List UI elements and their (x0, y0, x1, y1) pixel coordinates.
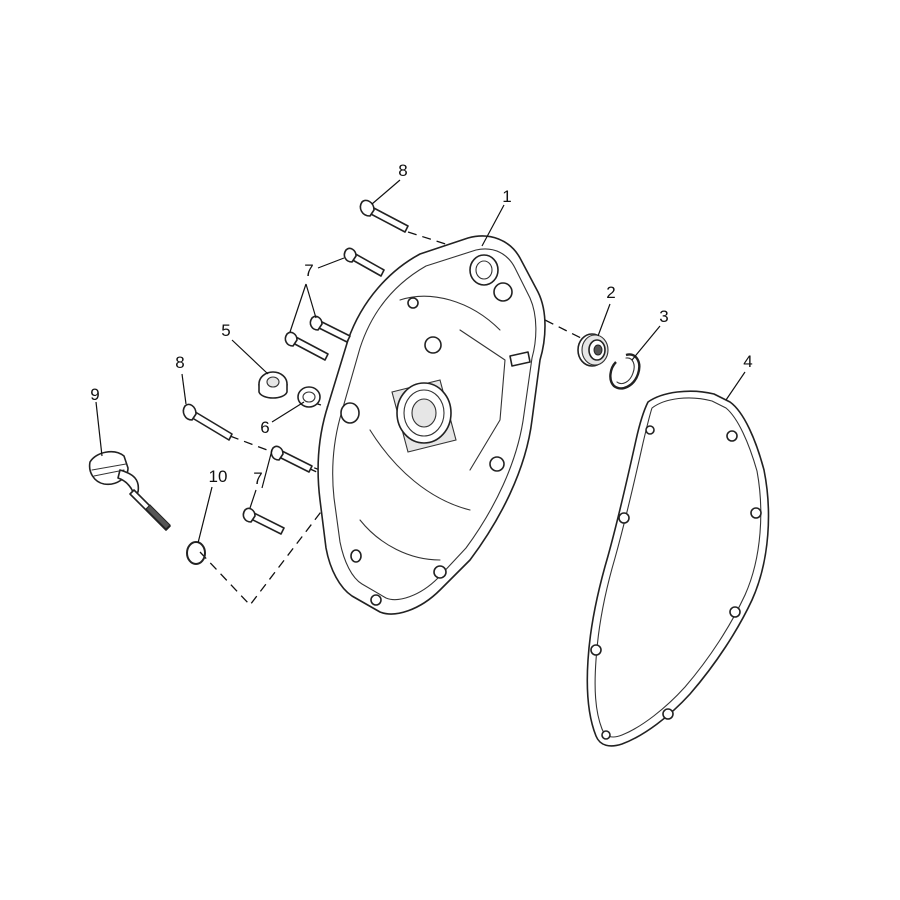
callout-4: 4 (743, 352, 752, 371)
callout-9: 9 (90, 385, 99, 404)
bearing (577, 333, 609, 367)
cover-bearing-boss (391, 379, 457, 453)
bolt-7-mid-b (284, 331, 329, 361)
bolt-7-mid-a (309, 315, 351, 343)
dipstick (88, 450, 171, 531)
circlip (609, 353, 641, 390)
callout-6: 6 (260, 418, 269, 437)
bolt-8-left (182, 403, 233, 441)
o-ring (186, 541, 206, 565)
callout-1: 1 (502, 187, 511, 206)
bolt-7-lower (270, 445, 313, 473)
callout-5: 5 (221, 321, 230, 340)
callout-3: 3 (659, 307, 668, 326)
callout-7-lower: 7 (253, 469, 262, 488)
plug (258, 371, 288, 399)
callout-2: 2 (606, 283, 615, 302)
callout-7-upper: 7 (304, 261, 313, 280)
bolt-7-bottom (242, 507, 285, 535)
gasket (586, 390, 770, 747)
callout-labels: 1 2 3 4 5 6 7 7 8 8 9 10 (90, 161, 752, 488)
leader-lines (95, 179, 746, 544)
bolt-8-top (359, 199, 409, 233)
callout-10: 10 (209, 467, 228, 486)
crankcase-cover (317, 235, 546, 615)
bolt-7-top (343, 247, 385, 277)
callout-8-upper: 8 (398, 161, 407, 180)
callout-8-lower: 8 (175, 353, 184, 372)
